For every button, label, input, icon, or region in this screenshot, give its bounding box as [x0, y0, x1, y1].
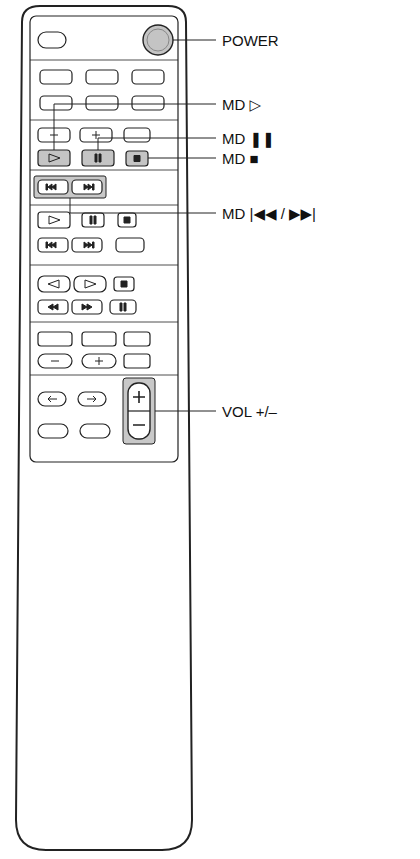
power-button — [143, 25, 173, 55]
button-symbol — [48, 280, 59, 288]
remote-button — [74, 276, 106, 292]
callout-label: VOL +/– — [222, 404, 277, 419]
button-symbol — [124, 217, 130, 223]
remote-button — [38, 238, 68, 252]
button-symbol — [51, 361, 59, 362]
remote-button — [72, 300, 102, 314]
button-symbol — [120, 303, 126, 311]
panel-separator — [30, 322, 178, 323]
remote-button — [40, 70, 72, 84]
remote-button — [116, 238, 144, 252]
button-symbol — [95, 357, 103, 365]
leader-line — [155, 411, 216, 412]
remote-button — [118, 213, 136, 227]
remote-button — [72, 180, 102, 194]
remote-button — [78, 392, 106, 406]
remote-button — [86, 70, 118, 84]
remote-button — [124, 332, 150, 346]
remote-button — [38, 354, 72, 368]
panel-separator — [30, 170, 178, 171]
volume-symbols — [133, 391, 145, 425]
remote-button — [38, 212, 70, 228]
button-symbol — [84, 242, 94, 248]
leader-line — [70, 198, 216, 213]
remote-button — [82, 213, 104, 227]
remote-button — [124, 354, 150, 368]
callout-label: MD ❚❚ — [222, 131, 275, 146]
remote-button — [124, 128, 150, 142]
volume-group-highlight — [123, 378, 155, 444]
panel-separator — [30, 375, 178, 376]
panel-separator — [30, 60, 178, 61]
remote-button — [82, 354, 116, 368]
remote-button — [80, 128, 112, 142]
remote-button — [40, 96, 72, 110]
remote-button — [132, 70, 164, 84]
remote-button — [38, 276, 70, 292]
volume-rocker — [128, 383, 150, 439]
button-symbol — [82, 304, 92, 310]
button-symbol — [84, 184, 94, 190]
skip-group-highlight — [34, 176, 106, 198]
button-symbol — [95, 154, 101, 162]
button-symbol — [85, 280, 96, 288]
remote-button — [80, 424, 110, 438]
button-symbol — [46, 242, 56, 248]
panel-separator — [30, 265, 178, 266]
remote-button — [82, 150, 114, 166]
button-symbol — [48, 396, 57, 402]
remote-button — [86, 96, 118, 110]
callout-label: MD ▷ — [222, 97, 261, 112]
remote-button — [38, 300, 68, 314]
remote-button — [38, 32, 66, 48]
remote-button — [38, 180, 68, 194]
remote-button — [82, 332, 116, 346]
volume-rocker-divider — [128, 410, 150, 411]
button-symbol — [134, 156, 140, 162]
remote-button — [72, 238, 102, 252]
panel-separator — [30, 120, 178, 121]
button-symbol — [121, 281, 127, 287]
remote-button — [38, 392, 66, 406]
button-symbol — [48, 304, 58, 310]
leader-line — [98, 138, 216, 150]
remote-button — [110, 300, 136, 314]
remote-body — [16, 6, 192, 850]
remote-button — [132, 96, 164, 110]
panel-separator — [30, 205, 178, 206]
leader-line — [173, 40, 216, 41]
remote-button — [38, 424, 68, 438]
button-symbol — [49, 216, 60, 224]
leader-line — [54, 104, 216, 150]
button-panel — [30, 16, 178, 462]
remote-button — [126, 151, 148, 166]
callout-label: MD ■ — [222, 151, 259, 166]
callout-label: MD |◀◀ / ▶▶| — [222, 206, 316, 221]
remote-button — [114, 277, 134, 291]
callout-label: POWER — [222, 33, 279, 48]
remote-button — [38, 332, 72, 346]
button-symbol — [87, 396, 96, 402]
button-symbol — [49, 154, 60, 162]
remote-button — [38, 150, 70, 166]
button-symbol — [46, 184, 56, 190]
power-button-ring — [147, 29, 169, 51]
leader-line — [148, 158, 216, 159]
button-symbol — [90, 216, 96, 224]
